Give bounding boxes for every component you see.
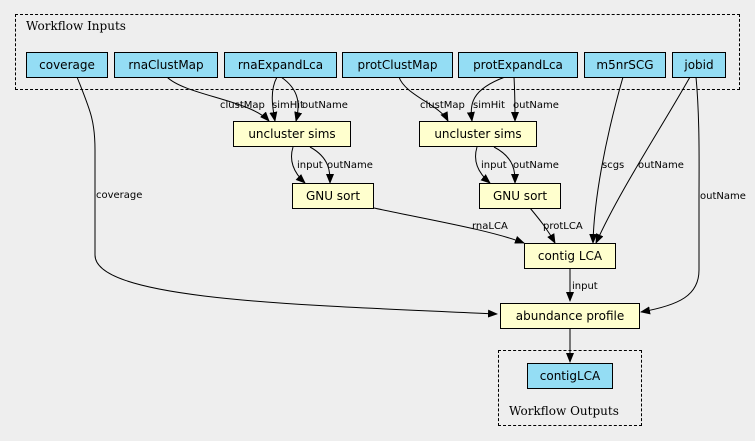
node-prot-expand-lca[interactable]: protExpandLca	[458, 52, 578, 78]
edge-rna-sort-outname	[309, 146, 334, 184]
edge-lca-outname	[595, 76, 691, 244]
workflow-outputs-cluster	[498, 350, 642, 426]
workflow-inputs-cluster	[15, 14, 740, 90]
edge-rna-simhit	[269, 76, 278, 122]
edge-protlca	[529, 207, 556, 244]
node-coverage[interactable]: coverage	[26, 52, 108, 78]
edge-prot-simhit	[466, 76, 506, 122]
workflow-outputs-title: Workflow Outputs	[509, 404, 619, 418]
edge-label-prot-clustmap: clustMap	[420, 100, 465, 111]
edge-label-rnalca: rnaLCA	[472, 221, 508, 232]
edge-prot-outname	[510, 76, 519, 122]
edge-prot-sort-outname	[493, 146, 519, 184]
edge-label-rna-sort-input: input	[297, 160, 323, 171]
edge-label-prot-sort-outname: outName	[513, 160, 559, 171]
node-m5nr-scg[interactable]: m5nrSCG	[584, 52, 666, 78]
edge-rnalca	[373, 207, 525, 244]
edge-scgs	[589, 76, 624, 244]
edge-prot-sort-input	[475, 146, 491, 184]
node-contig-lca-output[interactable]: contigLCA	[527, 363, 613, 389]
edge-label-input: input	[572, 281, 598, 292]
edge-label-protlca: protLCA	[543, 221, 583, 232]
node-gnu-sort-rna[interactable]: GNU sort	[292, 183, 374, 209]
node-rna-expand-lca[interactable]: rnaExpandLca	[224, 52, 337, 78]
node-prot-clust-map[interactable]: protClustMap	[342, 52, 453, 78]
edge-label-rna-simhit: simHit	[272, 100, 304, 111]
edge-label-prot-simhit: simHit	[473, 100, 505, 111]
edge-label-rna-clustmap: clustMap	[220, 100, 265, 111]
edge-label-prot-sort-input: input	[481, 160, 507, 171]
node-uncluster-sims-rna[interactable]: uncluster sims	[233, 121, 351, 147]
edge-label-rna-outname: outName	[302, 100, 348, 111]
edge-label-lca-outname: outName	[638, 160, 684, 171]
workflow-inputs-title: Workflow Inputs	[26, 19, 126, 33]
edge-abund-outname	[640, 76, 700, 315]
node-gnu-sort-prot[interactable]: GNU sort	[479, 183, 561, 209]
edge-label-coverage: coverage	[96, 190, 142, 201]
edge-label-abund-outname: outName	[700, 191, 746, 202]
node-abundance-profile[interactable]: abundance profile	[500, 303, 640, 329]
edge-rna-sort-input	[291, 146, 306, 184]
edge-label-prot-outname: outName	[513, 100, 559, 111]
edge-label-scgs: scgs	[602, 160, 624, 171]
edge-coverage	[76, 76, 498, 318]
node-rna-clust-map[interactable]: rnaClustMap	[114, 52, 218, 78]
node-jobid[interactable]: jobid	[672, 52, 726, 78]
edge-prot-clustmap	[398, 76, 449, 122]
node-uncluster-sims-prot[interactable]: uncluster sims	[419, 121, 537, 147]
edge-rna-outname	[280, 76, 303, 122]
edge-label-rna-sort-outname: outName	[327, 160, 373, 171]
node-contig-lca[interactable]: contig LCA	[524, 243, 616, 269]
edge-rna-clustmap	[166, 76, 270, 122]
